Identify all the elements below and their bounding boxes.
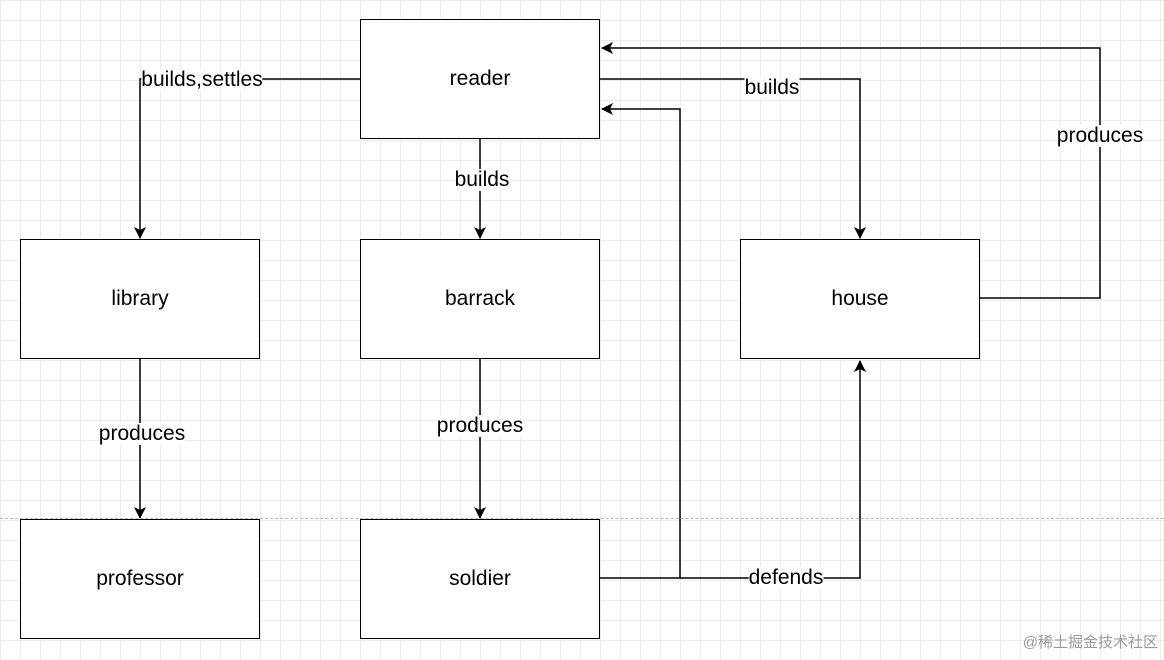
node-reader[interactable]: reader [360, 19, 600, 139]
edge-reader-library [134, 78, 360, 239]
edge-reader-house [600, 78, 866, 239]
page-break-line [0, 518, 1164, 519]
edge-soldier-house [680, 360, 866, 579]
edge-soldier-reader [600, 103, 681, 579]
node-library[interactable]: library [20, 239, 260, 359]
edge-label-soldier-house[interactable]: defends [748, 566, 824, 589]
node-soldier[interactable]: soldier [360, 519, 600, 639]
edge-label-house-reader[interactable]: produces [1056, 124, 1144, 147]
node-barrack[interactable]: barrack [360, 239, 600, 359]
edge-label-reader-house[interactable]: builds [744, 76, 800, 99]
edge-label-library-professor[interactable]: produces [98, 422, 186, 445]
node-professor[interactable]: professor [20, 519, 260, 639]
node-house[interactable]: house [740, 239, 980, 359]
edge-label-barrack-soldier[interactable]: produces [436, 414, 524, 437]
edge-label-reader-library[interactable]: builds,settles [141, 68, 263, 91]
edge-house-reader [601, 42, 1101, 299]
watermark: @稀土掘金技术社区 [1022, 634, 1158, 651]
edge-label-reader-barrack[interactable]: builds [454, 168, 510, 191]
